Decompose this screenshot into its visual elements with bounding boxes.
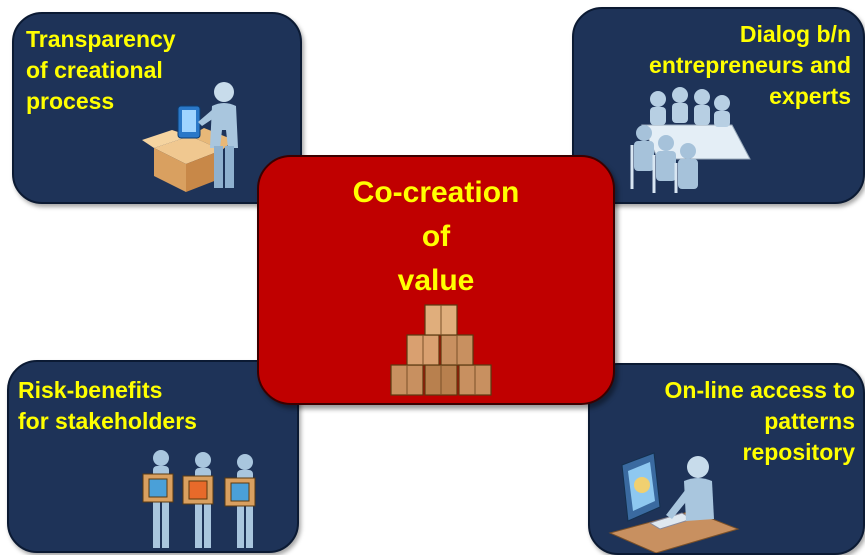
card-online-access-text: On-line access to patterns repository xyxy=(664,377,855,465)
card-risk-benefits: Risk-benefits for stakeholders xyxy=(7,360,299,553)
card-dialog: Dialog b/n entrepreneurs and experts xyxy=(572,7,865,204)
center-title: Co-creation of value xyxy=(352,176,520,297)
person-at-computer-icon xyxy=(608,452,740,553)
center-co-creation-box: Co-creation of value xyxy=(257,155,615,405)
stacked-boxes-icon xyxy=(390,304,492,396)
card-dialog-text: Dialog b/n entrepreneurs and experts xyxy=(649,21,851,109)
people-carrying-boxes-icon xyxy=(142,450,256,548)
card-transparency: Transparency of creational process xyxy=(12,12,302,204)
person-with-box-icon xyxy=(142,82,238,192)
card-transparency-text: Transparency of creational process xyxy=(26,26,176,114)
card-online-access: On-line access to patterns repository xyxy=(588,363,865,555)
card-risk-benefits-text: Risk-benefits for stakeholders xyxy=(18,377,197,434)
meeting-table-icon xyxy=(630,87,751,193)
